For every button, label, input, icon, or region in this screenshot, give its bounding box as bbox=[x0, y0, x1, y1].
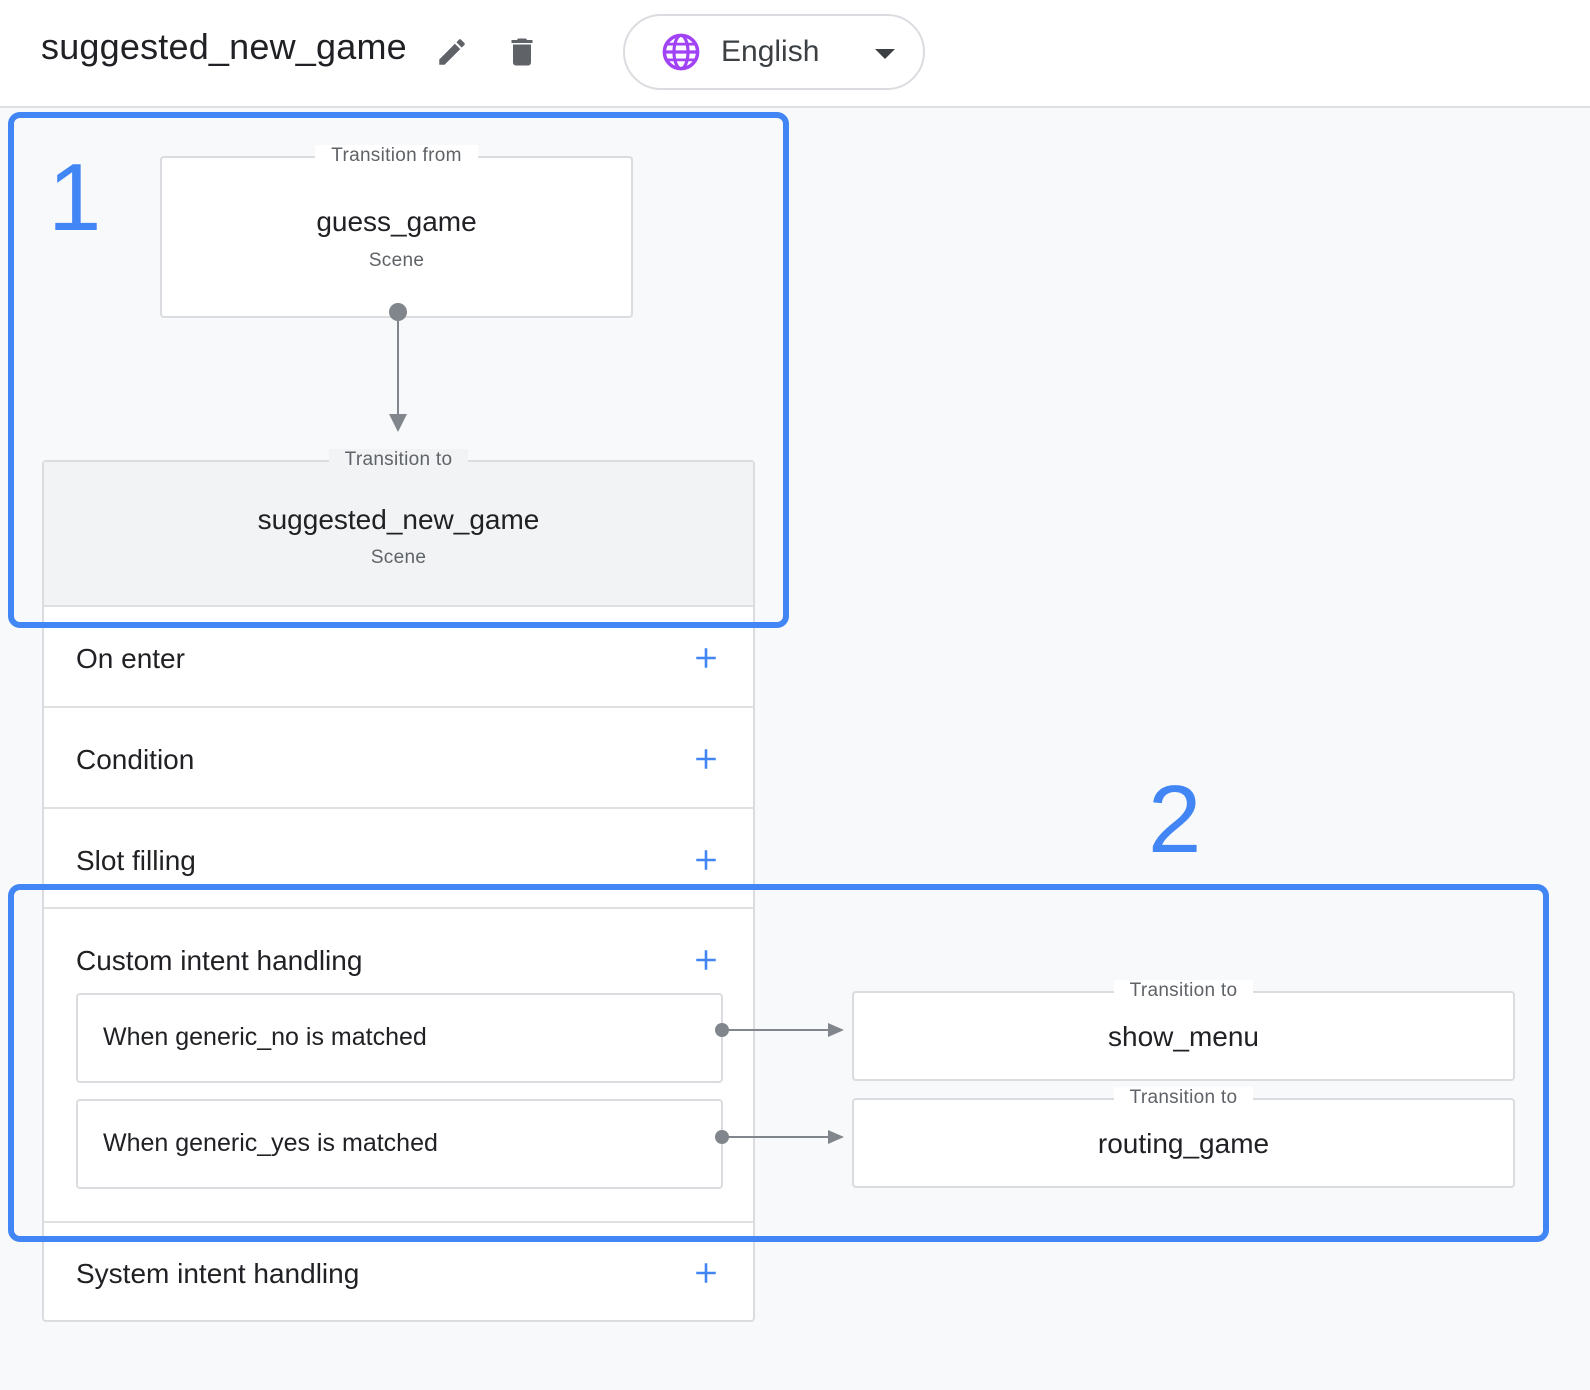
intent-handler-generic-yes[interactable]: When generic_yes is matched bbox=[76, 1099, 723, 1189]
transition-target-routing-game[interactable]: Transition to routing_game bbox=[852, 1087, 1515, 1188]
section-slot-filling[interactable]: Slot filling bbox=[44, 809, 753, 909]
transition-target-name: routing_game bbox=[1097, 1128, 1270, 1159]
callout-number-2: 2 bbox=[1148, 766, 1202, 873]
section-label: System intent handling bbox=[76, 1258, 360, 1289]
plus-icon[interactable] bbox=[693, 645, 719, 671]
intent-arrow-generic-no bbox=[715, 1023, 844, 1037]
section-label: Condition bbox=[76, 744, 195, 775]
globe-icon bbox=[662, 33, 700, 71]
scene-panel: Transition to suggested_new_game Scene O… bbox=[42, 449, 755, 1322]
section-custom-intent-handling: Custom intent handling When generic_no i… bbox=[44, 909, 753, 1223]
transition-connector bbox=[389, 303, 407, 432]
section-label: Slot filling bbox=[76, 845, 196, 876]
chevron-down-icon bbox=[875, 49, 895, 59]
scene-title: suggested_new_game bbox=[41, 26, 407, 67]
transition-to-header: Transition to suggested_new_game Scene bbox=[44, 449, 753, 607]
transition-from-card[interactable]: Transition from guess_game Scene bbox=[160, 145, 633, 318]
intent-label: When generic_no is matched bbox=[103, 1023, 427, 1051]
plus-icon[interactable] bbox=[693, 847, 719, 873]
edit-button[interactable] bbox=[430, 30, 474, 74]
transition-from-scene-type: Scene bbox=[368, 250, 425, 271]
section-on-enter[interactable]: On enter bbox=[44, 607, 753, 708]
section-system-intent-handling[interactable]: System intent handling bbox=[44, 1223, 753, 1320]
section-condition[interactable]: Condition bbox=[44, 708, 753, 809]
edit-icon bbox=[439, 39, 465, 65]
plus-icon[interactable] bbox=[693, 746, 719, 772]
intent-arrow-generic-yes bbox=[715, 1130, 844, 1144]
language-selector[interactable]: English bbox=[623, 14, 925, 90]
callout-box-2 bbox=[8, 884, 1549, 1242]
section-label: Custom intent handling bbox=[76, 945, 363, 976]
section-label: On enter bbox=[76, 643, 185, 674]
transition-from-scene-name: guess_game bbox=[316, 206, 477, 237]
delete-button[interactable] bbox=[500, 28, 544, 76]
callout-box-1 bbox=[8, 112, 789, 628]
callout-number-1: 1 bbox=[48, 144, 102, 251]
plus-icon[interactable] bbox=[693, 1260, 719, 1286]
transition-target-name: show_menu bbox=[1108, 1021, 1259, 1052]
language-label: English bbox=[721, 35, 820, 68]
delete-icon bbox=[511, 38, 533, 66]
transition-target-legend: Transition to bbox=[1113, 1087, 1254, 1108]
intent-handler-generic-no[interactable]: When generic_no is matched bbox=[76, 993, 723, 1083]
transition-to-legend: Transition to bbox=[328, 449, 469, 470]
current-scene-name: suggested_new_game bbox=[257, 504, 540, 535]
intent-label: When generic_yes is matched bbox=[103, 1129, 438, 1157]
transition-target-show-menu[interactable]: Transition to show_menu bbox=[852, 980, 1515, 1081]
top-bar: suggested_new_game English bbox=[0, 0, 1590, 108]
current-scene-type: Scene bbox=[370, 547, 427, 568]
transition-target-legend: Transition to bbox=[1113, 980, 1254, 1001]
plus-icon[interactable] bbox=[693, 947, 719, 973]
transition-from-legend: Transition from bbox=[315, 145, 478, 166]
